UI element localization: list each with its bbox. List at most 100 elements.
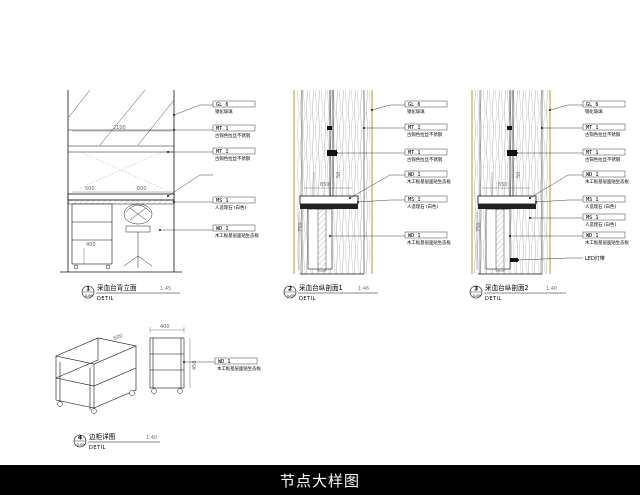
tag-gl6: GL 6 钢化玻璃: [582, 100, 626, 115]
tag-ms1: MS 1 人造理石 (白色): [212, 196, 256, 211]
view-1-tags: GL 6 钢化玻璃 MT 1 古铜色拉丝不锈钢 MT 1 古铜色拉丝不锈钢 MS…: [212, 100, 260, 239]
svg-text:50: 50: [516, 172, 522, 178]
svg-text:450: 450: [192, 360, 198, 370]
svg-text:3-09: 3-09: [77, 443, 86, 447]
svg-text:古铜色拉丝不锈钢: 古铜色拉丝不锈钢: [407, 156, 443, 163]
detail-drawing-sheet: 2100 500 600 400 GL 6 钢化玻璃 MT 1 古铜色拉丝不锈钢: [55, 89, 630, 451]
svg-text:1:46: 1:46: [358, 286, 369, 292]
svg-text:边柜详图: 边柜详图: [89, 432, 116, 441]
view-2-section: 50 650 750: [293, 90, 405, 275]
svg-text:人造理石 (白色): 人造理石 (白色): [585, 203, 616, 210]
svg-text:人造理石 (白色): 人造理石 (白色): [407, 203, 438, 210]
tag-led: LED灯带: [585, 255, 605, 262]
svg-text:650: 650: [320, 182, 330, 188]
svg-text:MT 1: MT 1: [216, 149, 229, 155]
svg-text:木工板基层面贴生态板: 木工板基层面贴生态板: [215, 232, 260, 239]
svg-text:木工板基层面贴生态板: 木工板基层面贴生态板: [217, 365, 262, 372]
tag-ms1: MS 1 人造理石 (白色): [582, 213, 626, 228]
svg-text:750: 750: [476, 222, 482, 232]
svg-text:MT 1: MT 1: [216, 126, 229, 132]
tag-wd1: WD 1 木工板基层面贴生态板: [214, 357, 262, 372]
view-1-title: 1 3-09 采血台背立面 DETIL 1:45: [81, 283, 180, 302]
tag-gl6: GL 6 钢化玻璃: [404, 100, 448, 115]
svg-text:钢化玻璃: 钢化玻璃: [585, 108, 603, 115]
tag-gl6: GL 6 钢化玻璃: [212, 100, 256, 115]
view-3-tags: GL 6 钢化玻璃 MT 1 古铜色拉丝不锈钢 MT 1 古铜色拉丝不锈钢 WD…: [582, 100, 630, 262]
svg-text:650: 650: [498, 182, 508, 188]
tag-mt1: MT 1 古铜色拉丝不锈钢: [582, 123, 626, 138]
svg-text:50: 50: [336, 172, 342, 178]
svg-text:LED灯带: LED灯带: [585, 255, 605, 262]
view-2-tags: GL 6 钢化玻璃 MT 1 古铜色拉丝不锈钢 MT 1 古铜色拉丝不锈钢 WD…: [404, 100, 452, 246]
tag-wd1: WD 1 木工板基层面贴生态板: [404, 170, 452, 185]
svg-text:MT 1: MT 1: [408, 125, 421, 131]
tag-wd1: WD 1 木工板基层面贴生态板: [212, 224, 260, 239]
svg-text:DETIL: DETIL: [97, 296, 114, 302]
svg-text:GL 6: GL 6: [408, 102, 421, 108]
tag-wd1: WD 1 木工板基层面贴生态板: [404, 231, 452, 246]
svg-text:采血台背立面: 采血台背立面: [97, 283, 137, 292]
tag-wd1: WD 1 木工板基层面贴生态板: [582, 231, 630, 246]
svg-text:WD 1: WD 1: [586, 233, 599, 239]
tag-mt1: MT 1 古铜色拉丝不锈钢: [212, 124, 256, 139]
svg-text:WD 1: WD 1: [218, 359, 231, 365]
view-2-title: 2 3-09 采血台纵剖面1 DETIL 1:46: [283, 283, 378, 302]
dim-400: 400: [86, 242, 96, 248]
svg-text:4: 4: [78, 435, 82, 442]
svg-text:3: 3: [474, 286, 478, 293]
svg-text:3-09: 3-09: [473, 294, 482, 298]
svg-text:采血台纵剖面1: 采血台纵剖面1: [299, 283, 343, 292]
view-3-title: 3 3-09 采血台纵剖面2 DETIL 1:40: [469, 283, 566, 302]
svg-text:木工板基层面贴生态板: 木工板基层面贴生态板: [407, 239, 452, 246]
view-1-elevation: 2100 500 600 400: [60, 89, 213, 273]
svg-text:1: 1: [86, 286, 90, 293]
svg-text:古铜色拉丝不锈钢: 古铜色拉丝不锈钢: [585, 131, 621, 138]
view-4-cabinet: 600 400 450: [55, 324, 215, 414]
svg-text:1:45: 1:45: [160, 286, 171, 292]
svg-text:DETIL: DETIL: [299, 296, 316, 302]
svg-text:钢化玻璃: 钢化玻璃: [407, 108, 425, 115]
svg-text:MT 1: MT 1: [586, 125, 599, 131]
tag-mt1: MT 1 古铜色拉丝不锈钢: [404, 123, 448, 138]
svg-text:2: 2: [288, 286, 292, 293]
dim-2100: 2100: [113, 125, 126, 131]
svg-text:古铜色拉丝不锈钢: 古铜色拉丝不锈钢: [215, 155, 251, 162]
svg-text:MS 1: MS 1: [408, 197, 421, 203]
svg-text:DETIL: DETIL: [485, 296, 502, 302]
svg-text:GL 6: GL 6: [586, 102, 599, 108]
svg-text:木工板基层面贴生态板: 木工板基层面贴生态板: [585, 239, 630, 246]
footer-title: 节点大样图: [279, 471, 360, 490]
svg-text:MT 1: MT 1: [408, 150, 421, 156]
svg-text:WD 1: WD 1: [586, 172, 599, 178]
tag-mt1: MT 1 古铜色拉丝不锈钢: [582, 148, 626, 163]
view-4-title: 4 3-09 边柜详图 DETIL 1:40: [73, 432, 160, 451]
svg-text:古铜色拉丝不锈钢: 古铜色拉丝不锈钢: [585, 156, 621, 163]
svg-text:MS 1: MS 1: [586, 215, 599, 221]
svg-text:1:40: 1:40: [146, 435, 157, 441]
svg-text:人造理石 (白色): 人造理石 (白色): [585, 221, 616, 228]
svg-text:MS 1: MS 1: [216, 198, 229, 204]
view-4-tags: WD 1 木工板基层面贴生态板: [214, 357, 262, 372]
tag-ms1: MS 1 人造理石 (白色): [404, 195, 448, 210]
svg-text:WD 1: WD 1: [408, 233, 421, 239]
svg-text:MT 1: MT 1: [586, 150, 599, 156]
svg-text:人造理石 (白色): 人造理石 (白色): [215, 204, 246, 211]
svg-text:GL 6: GL 6: [216, 102, 229, 108]
svg-text:WD 1: WD 1: [408, 172, 421, 178]
tag-mt1: MT 1 古铜色拉丝不锈钢: [212, 147, 256, 162]
svg-text:木工板基层面贴生态板: 木工板基层面贴生态板: [585, 178, 630, 185]
svg-text:木工板基层面贴生态板: 木工板基层面贴生态板: [407, 178, 452, 185]
dim-600: 600: [137, 186, 147, 192]
svg-text:400: 400: [160, 324, 170, 330]
svg-text:750: 750: [298, 222, 304, 232]
svg-text:采血台纵剖面2: 采血台纵剖面2: [485, 283, 529, 292]
svg-text:3-09: 3-09: [85, 294, 94, 298]
svg-text:古铜色拉丝不锈钢: 古铜色拉丝不锈钢: [407, 131, 443, 138]
svg-text:1:40: 1:40: [546, 286, 557, 292]
svg-text:MS 1: MS 1: [586, 197, 599, 203]
tag-wd1: WD 1 木工板基层面贴生态板: [582, 170, 630, 185]
svg-text:3-09: 3-09: [287, 294, 296, 298]
svg-text:WD 1: WD 1: [216, 226, 229, 232]
view-3-section: 50 650 750: [471, 90, 583, 275]
svg-text:DETIL: DETIL: [89, 445, 106, 451]
